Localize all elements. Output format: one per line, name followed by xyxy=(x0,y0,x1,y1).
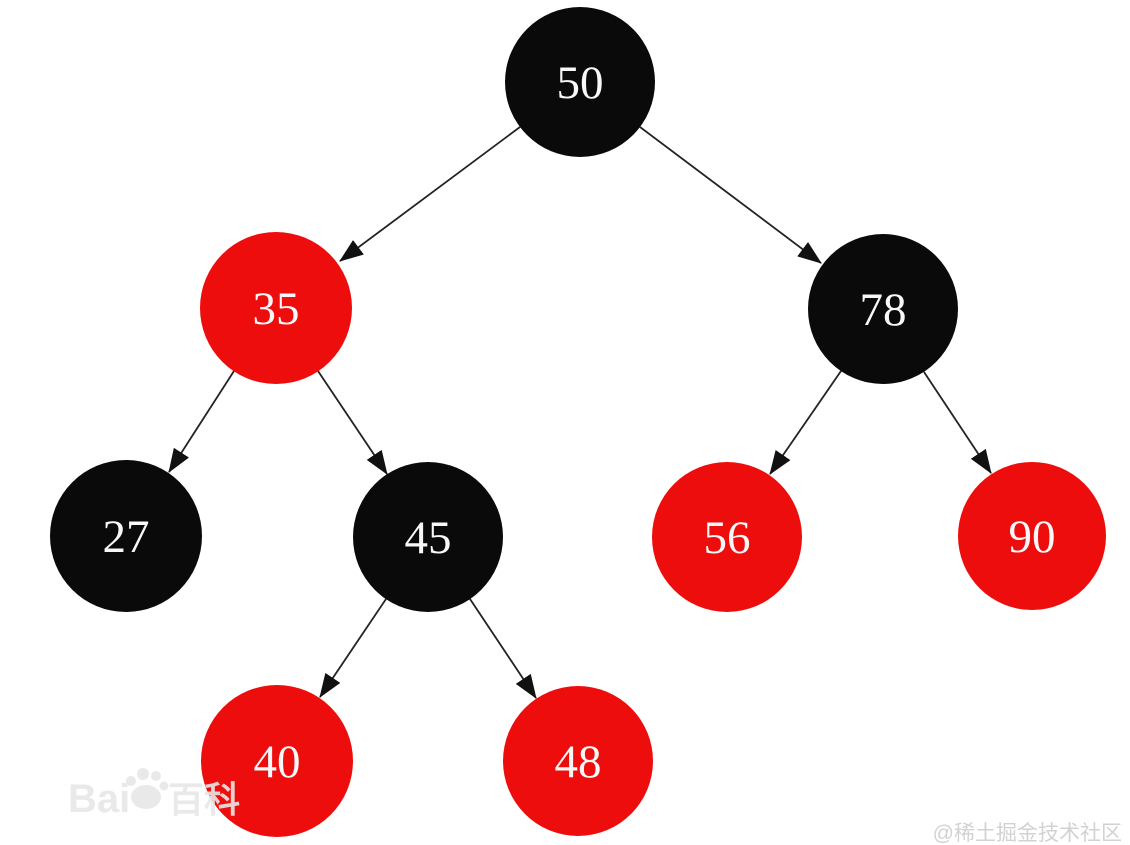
node-value-48: 48 xyxy=(555,736,602,788)
node-circle-40 xyxy=(201,685,353,837)
node-value-78: 78 xyxy=(860,284,907,336)
tree-node-45: 45 xyxy=(353,462,503,612)
edge-78-56 xyxy=(769,370,842,475)
node-value-56: 56 xyxy=(704,512,751,564)
edge-45-40 xyxy=(319,598,387,698)
tree-node-78: 78 xyxy=(808,234,958,384)
tree-node-90: 90 xyxy=(958,462,1106,610)
tree-nodes: 50 35 78 27 45 56 xyxy=(50,7,1106,837)
node-circle-27 xyxy=(50,460,202,612)
node-circle-35 xyxy=(200,232,352,384)
baidu-baike-watermark: Bai 百科 xyxy=(68,768,240,821)
node-value-90: 90 xyxy=(1009,511,1056,563)
tree-node-50: 50 xyxy=(505,7,655,157)
node-circle-45 xyxy=(353,462,503,612)
node-value-50: 50 xyxy=(557,57,604,109)
edge-35-27 xyxy=(168,370,235,473)
tree-node-56: 56 xyxy=(652,462,802,612)
tree-node-40: 40 xyxy=(201,685,353,837)
credit-watermark: @稀土掘金技术社区 xyxy=(933,822,1122,845)
tree-node-27: 27 xyxy=(50,460,202,612)
node-value-45: 45 xyxy=(405,512,452,564)
node-circle-56 xyxy=(652,462,802,612)
node-circle-90 xyxy=(958,462,1106,610)
edge-35-45 xyxy=(317,370,388,475)
node-value-27: 27 xyxy=(103,511,150,563)
tree-node-35: 35 xyxy=(200,232,352,384)
paw-icon xyxy=(126,768,169,809)
node-value-35: 35 xyxy=(253,283,300,335)
edge-45-48 xyxy=(469,598,537,699)
edge-50-78 xyxy=(639,126,822,264)
tree-node-48: 48 xyxy=(503,686,653,836)
baidu-watermark-text-right: 百科 xyxy=(168,779,240,820)
baidu-watermark-text-left: Bai xyxy=(68,777,130,821)
edge-78-90 xyxy=(923,371,992,474)
node-circle-48 xyxy=(503,686,653,836)
edge-50-35 xyxy=(339,126,521,262)
tree-edges xyxy=(168,126,992,699)
node-circle-50 xyxy=(505,7,655,157)
node-value-40: 40 xyxy=(254,736,301,788)
node-circle-78 xyxy=(808,234,958,384)
